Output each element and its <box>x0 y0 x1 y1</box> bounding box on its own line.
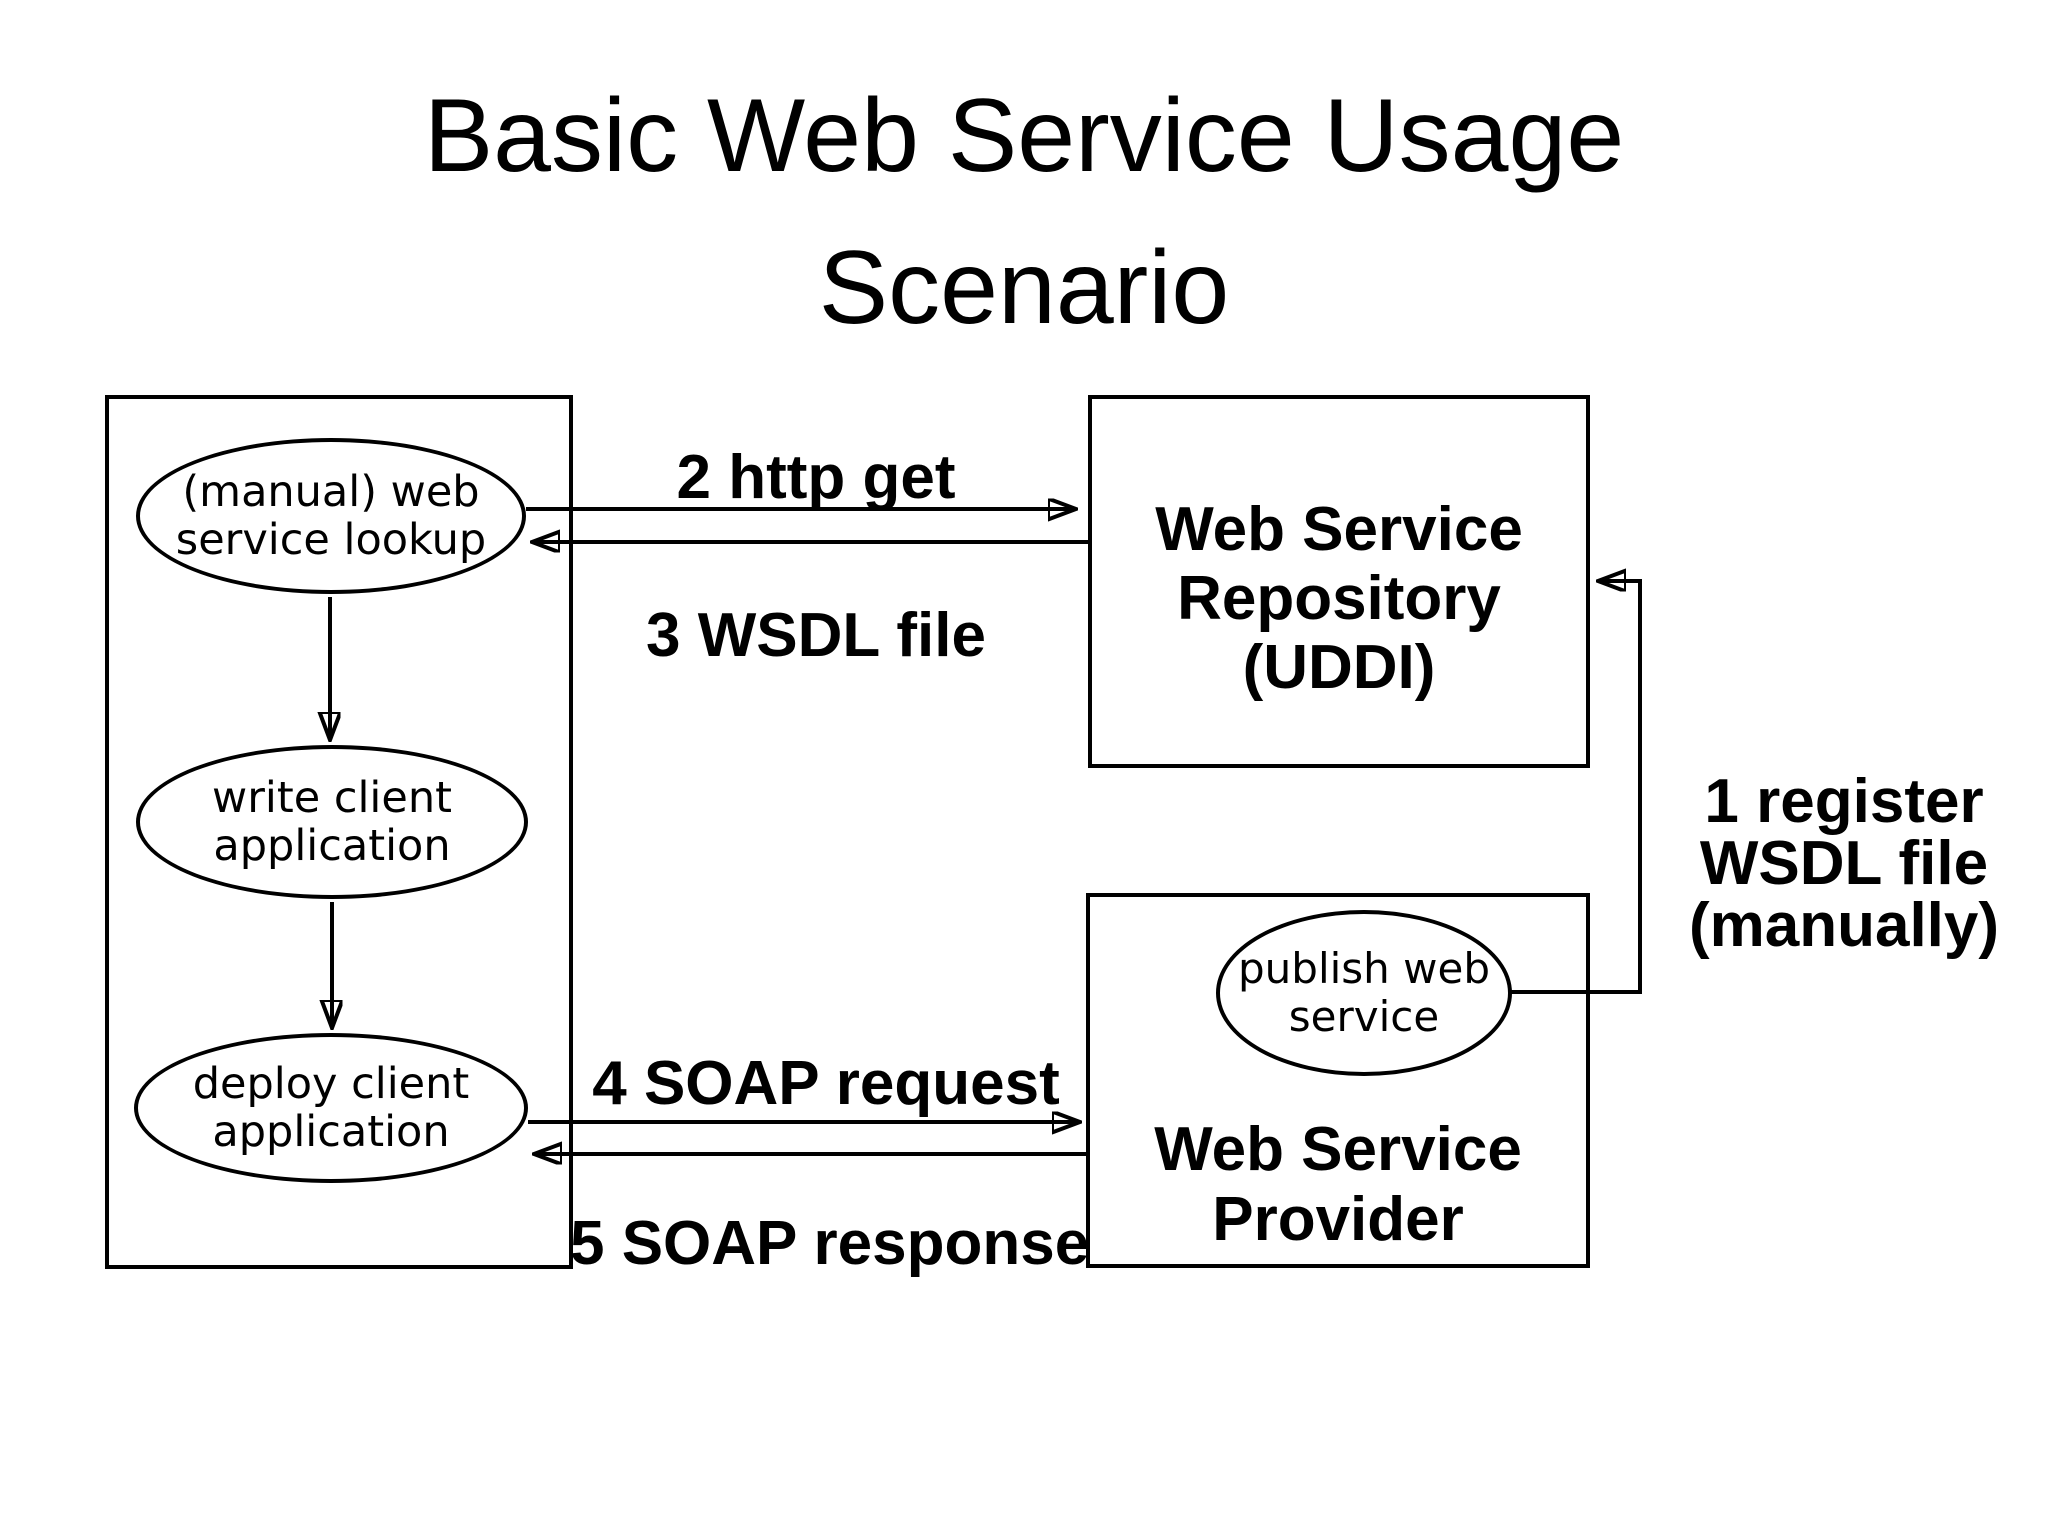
publish-label-line-2: service <box>1288 992 1440 1041</box>
deploy-label-line-1: deploy client <box>192 1059 470 1109</box>
repository-box: Web Service Repository (UDDI) <box>1088 395 1590 768</box>
lookup-label-line-1: (manual) web <box>182 467 480 517</box>
repository-label-line-1: Web Service <box>1155 495 1523 564</box>
provider-label-line-1: Web Service <box>1154 1115 1522 1184</box>
write-label-line-1: write client <box>212 773 452 823</box>
page-title-line-2: Scenario <box>818 230 1230 346</box>
register-label-line-1: 1 register <box>1704 767 1984 836</box>
soap-request-label: 4 SOAP request <box>592 1049 1060 1118</box>
write-label-line-2: application <box>213 821 451 871</box>
page-title-line-1: Basic Web Service Usage <box>423 78 1625 194</box>
deploy-label-line-2: application <box>212 1107 450 1157</box>
lookup-label-line-2: service lookup <box>175 515 487 565</box>
publish-label-line-1: publish web <box>1238 944 1490 993</box>
register-wsdl-label: 1 register WSDL file (manually) <box>1642 771 2046 957</box>
deploy-client-ellipse: deploy client application <box>134 1033 528 1183</box>
register-label-line-3: (manually) <box>1688 891 2000 960</box>
repository-label: Web Service Repository (UDDI) <box>1092 495 1586 702</box>
provider-label: Web Service Provider <box>1090 1115 1586 1255</box>
http-get-label: 2 http get <box>676 443 956 512</box>
page-title: Basic Web Service Usage Scenario <box>0 60 2048 364</box>
repository-label-line-2: Repository <box>1177 564 1501 633</box>
soap-response-label: 5 SOAP response <box>570 1209 1090 1278</box>
wsdl-file-label: 3 WSDL file <box>646 601 986 670</box>
register-label-line-2: WSDL file <box>1699 829 1989 898</box>
provider-label-line-2: Provider <box>1212 1185 1464 1254</box>
repository-label-line-3: (UDDI) <box>1242 633 1436 702</box>
publish-web-service-ellipse: publish web service <box>1216 910 1512 1076</box>
write-client-ellipse: write client application <box>136 745 528 899</box>
lookup-ellipse: (manual) web service lookup <box>136 438 526 594</box>
